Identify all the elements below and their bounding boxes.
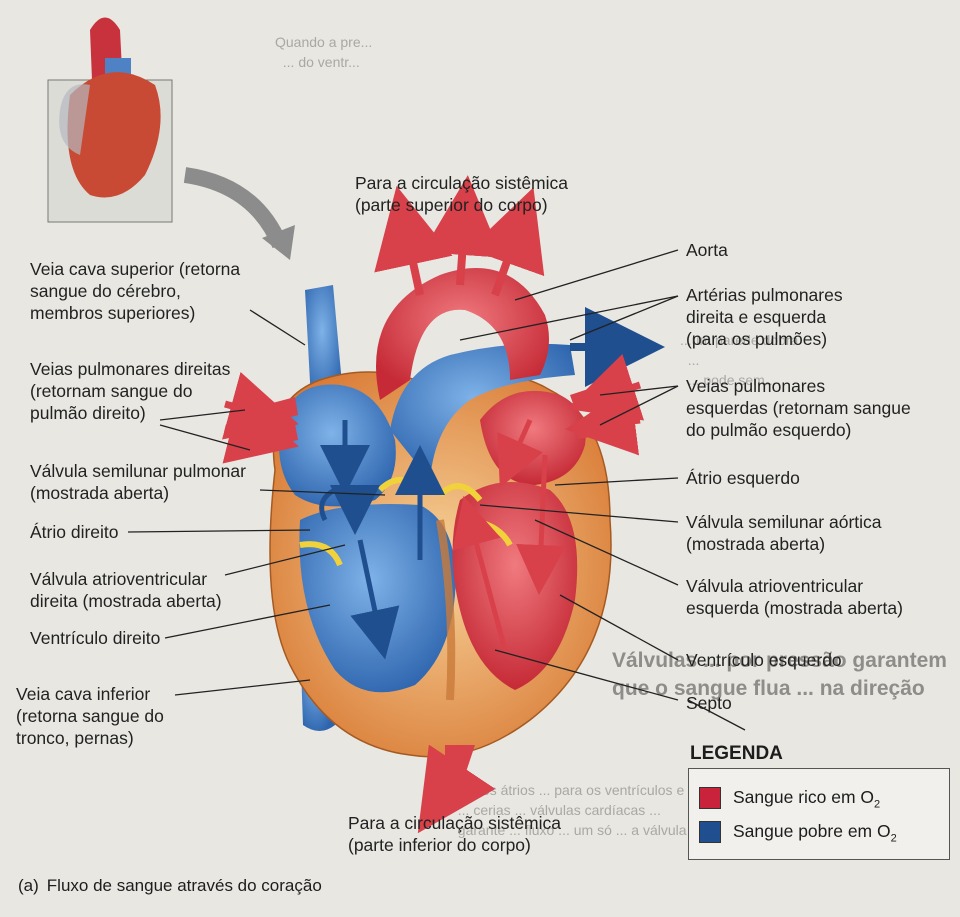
lower-circulation-title: Para a circulação sistêmica [348,812,561,834]
pulmonary-vein-arrow [225,428,265,438]
upper-circulation-title: Para a circulação sistêmica [355,172,568,194]
label-veias-pulmonares-esquerdas: Veias pulmonares esquerdas (retornam san… [686,375,911,441]
label-valvula-semilunar-pulmonar: Válvula semilunar pulmonar (mostrada abe… [30,460,246,504]
zoom-arrow [185,175,280,245]
label-atrio-esquerdo: Átrio esquerdo [686,467,800,489]
upper-outflow-arrows [405,215,520,295]
upper-circulation-subtitle: (parte superior do corpo) [355,194,548,216]
legend-title: LEGENDA [690,742,783,766]
label-atrio-direito: Átrio direito [30,521,119,543]
pulmonary-vein-arrow [225,404,265,415]
label-veias-pulmonares-direitas: Veias pulmonares direitas (retornam sang… [30,358,230,424]
label-arterias-pulmonares: Artérias pulmonares direita e esquerda (… [686,284,843,350]
caption-tag: (a) [18,876,39,895]
thumbnail-heart [48,18,172,223]
label-veia-cava-superior: Veia cava superior (retorna sangue do cé… [30,258,240,324]
caption-text: Fluxo de sangue através do coração [47,876,322,895]
label-valvula-semilunar-aortica: Válvula semilunar aórtica (mostrada aber… [686,511,882,555]
label-valvula-av-direita: Válvula atrioventricular direita (mostra… [30,568,222,612]
legend: Sangue rico em O2 Sangue pobre em O2 [688,768,950,860]
legend-swatch-oxygen-rich [699,787,721,809]
pulmonary-veins-left [570,377,634,439]
label-valvula-av-esquerda: Válvula atrioventricular esquerda (mostr… [686,575,903,619]
label-veia-cava-inferior: Veia cava inferior (retorna sangue do tr… [16,683,164,749]
legend-item-oxygen-rich: Sangue rico em O2 [733,786,880,816]
label-aorta: Aorta [686,239,728,261]
label-septo: Septo [686,692,732,714]
legend-item-oxygen-poor: Sangue pobre em O2 [733,820,897,850]
legend-swatch-oxygen-poor [699,821,721,843]
figure-caption: (a) Fluxo de sangue através do coração [18,875,322,897]
label-ventriculo-esquerdo: Ventrículo esquerdo [686,649,842,671]
label-ventriculo-direito: Ventrículo direito [30,627,160,649]
lower-circulation-subtitle: (parte inferior do corpo) [348,834,531,856]
